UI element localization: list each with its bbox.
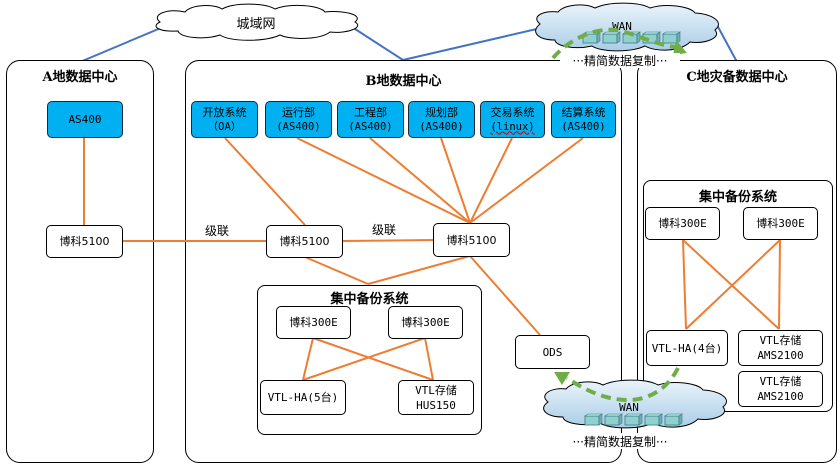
- link-c-300e2-vtlha: [685, 239, 781, 330]
- b-switch-1-label: 博科5100: [279, 235, 330, 248]
- system-sub: (AS400): [348, 120, 393, 133]
- system-sub: (AS400): [419, 120, 464, 133]
- b-vtl-storage[interactable]: VTL存储 HUS150: [398, 380, 474, 415]
- system-name: 工程部: [354, 105, 387, 119]
- b-system-guihua[interactable]: 规划部 (AS400): [408, 101, 475, 138]
- a-switch-label: 博科5100: [59, 235, 110, 248]
- system-name: 结算系统: [561, 105, 606, 119]
- system-sub: (linux): [490, 120, 535, 133]
- c-vtl-ha[interactable]: VTL-HA(4台): [646, 330, 728, 366]
- c-backup-300e-2[interactable]: 博科300E: [743, 207, 818, 240]
- link-b-300e2-vtlstore: [424, 337, 434, 381]
- b-backup-300e-2[interactable]: 博科300E: [388, 306, 463, 339]
- link-jiesuan-switch2: [469, 137, 584, 224]
- region-c-title: C地灾备数据中心: [686, 70, 788, 85]
- system-name: 规划部: [425, 105, 458, 119]
- b-switch-2-label: 博科5100: [446, 233, 497, 247]
- link-switch2-ods: [469, 255, 541, 336]
- vtl-storage-line2: AMS2100: [757, 349, 804, 362]
- replication-arrow-top: [551, 27, 676, 60]
- link-c-300e2-vtlstore: [778, 239, 781, 330]
- metro-cloud[interactable]: 城域网: [155, 3, 358, 41]
- vtl-storage-line1: VTL存储: [415, 383, 457, 397]
- b-backup-300e-1[interactable]: 博科300E: [276, 306, 351, 339]
- link-b-wan: [402, 27, 542, 61]
- link-gongcheng-switch2: [369, 137, 471, 224]
- a-as400-node[interactable]: AS400: [47, 101, 123, 138]
- server-label: 博科300E: [658, 217, 707, 230]
- region-b-title: B地数据中心: [365, 74, 442, 89]
- server-label: 博科300E: [756, 217, 805, 230]
- b-switch-1[interactable]: 博科5100: [266, 225, 343, 258]
- b-system-yunxing[interactable]: 运行部 (AS400): [265, 101, 332, 138]
- link-jiaoyi-switch2: [469, 137, 513, 224]
- cascade-label-ab: 级联: [205, 224, 230, 238]
- b-system-jiaoyi[interactable]: 交易系统 (linux): [480, 101, 545, 138]
- metro-cloud-label: 城域网: [236, 17, 275, 32]
- b-switch-2[interactable]: 博科5100: [433, 223, 510, 257]
- cloud-shape: [155, 3, 358, 41]
- vtl-storage-line2: HUS150: [416, 398, 456, 412]
- vtl-storage-line2: AMS2100: [757, 390, 804, 403]
- replication-arrow-bottom: [565, 367, 680, 403]
- b-system-gongcheng[interactable]: 工程部 (AS400): [337, 101, 404, 138]
- link-c-300e1-vtlha: [682, 239, 687, 330]
- link-switch2-backup: [367, 255, 471, 285]
- wan-bottom-caption: ···精简数据复制···: [573, 434, 668, 449]
- b-system-jiesuan[interactable]: 结算系统 (AS400): [551, 101, 616, 138]
- link-b-300e1-vtlstore: [312, 337, 434, 381]
- link-oa-switch1: [224, 137, 306, 226]
- link-c-300e1-vtlstore: [682, 239, 780, 330]
- replication-arrowhead-top: [673, 40, 687, 55]
- b-system-oa[interactable]: 开放系统 （OA）: [191, 101, 258, 138]
- b-vtl-ha[interactable]: VTL-HA(5台): [260, 380, 346, 415]
- server-label: 博科300E: [401, 316, 450, 329]
- server-label: 博科300E: [289, 316, 338, 329]
- link-b-300e2-vtlha: [302, 337, 426, 381]
- c-backup-title: 集中备份系统: [698, 190, 777, 205]
- link-b-300e1-vtlha: [302, 337, 314, 381]
- c-backup-300e-1[interactable]: 博科300E: [645, 207, 720, 240]
- wan-cloud-top[interactable]: WAN: [535, 2, 719, 52]
- link-cascade-b-b: [341, 239, 435, 242]
- link-wan-c: [716, 24, 738, 63]
- system-name: 交易系统: [490, 105, 535, 119]
- b-backup-title: 集中备份系统: [330, 292, 409, 307]
- a-as400-label: AS400: [68, 113, 102, 126]
- wan-cloud-bottom[interactable]: WAN: [543, 379, 727, 429]
- b-ods-node[interactable]: ODS: [515, 335, 590, 369]
- system-name: 开放系统: [202, 105, 247, 119]
- region-a-title: A地数据中心: [42, 70, 118, 85]
- link-metro-b: [351, 26, 404, 61]
- vtl-storage-line1: VTL存储: [759, 375, 802, 388]
- ods-label: ODS: [542, 345, 563, 359]
- vtl-storage-line1: VTL存储: [759, 334, 802, 347]
- replication-arrowhead-bottom: [554, 372, 570, 385]
- link-yunxing-switch2: [296, 137, 471, 224]
- vtl-ha-label: VTL-HA(5台): [267, 391, 339, 404]
- c-vtl-storage-1[interactable]: VTL存储 AMS2100: [738, 330, 823, 366]
- wan-top-caption: ···精简数据复制···: [573, 53, 668, 68]
- link-guihua-switch2: [440, 137, 471, 224]
- system-sub: (AS400): [561, 120, 606, 133]
- caption-bg: [560, 53, 680, 68]
- system-name: 运行部: [282, 105, 315, 119]
- wan-bottom-label: WAN: [619, 401, 639, 414]
- caption-bg: [565, 433, 680, 449]
- a-switch-node[interactable]: 博科5100: [46, 225, 123, 258]
- link-switch1-backup: [304, 256, 369, 285]
- system-sub: (AS400): [276, 120, 321, 133]
- vtl-ha-label: VTL-HA(4台): [651, 341, 723, 355]
- system-sub: （OA）: [207, 120, 242, 133]
- c-vtl-storage-2[interactable]: VTL存储 AMS2100: [738, 371, 823, 407]
- cascade-label-bb: 级联: [372, 223, 397, 237]
